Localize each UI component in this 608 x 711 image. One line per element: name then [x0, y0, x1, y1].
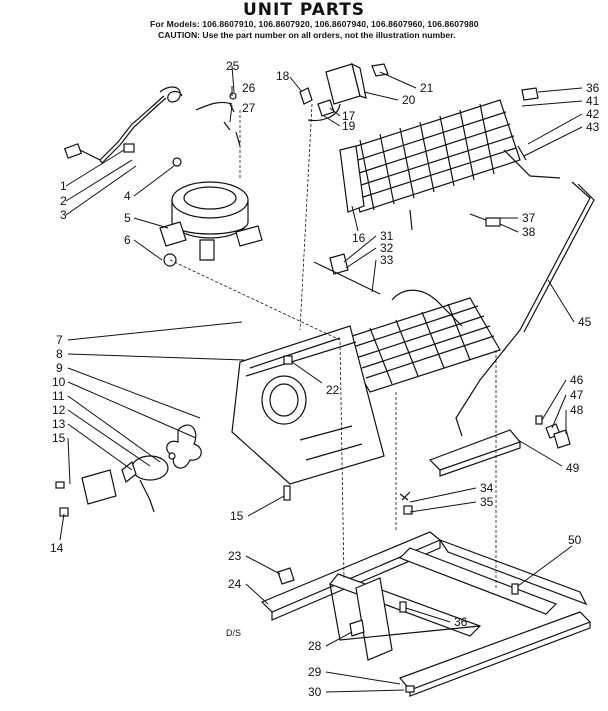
callout-15-left: 15: [52, 431, 66, 445]
callout-1: 1: [60, 179, 67, 193]
caution-note: CAUTION: Use the part number on all orde…: [158, 30, 456, 40]
relay-overload-drawing: [299, 62, 389, 122]
callout-8: 8: [56, 347, 63, 361]
callout-3: 3: [60, 208, 67, 222]
callout-28: 28: [308, 639, 322, 653]
callout-22: 22: [326, 383, 340, 397]
callout-43: 43: [586, 120, 600, 134]
callout-45: 45: [578, 315, 592, 329]
callout-29: 29: [308, 665, 322, 679]
leader-lines: [59, 65, 583, 693]
callout-11: 11: [52, 389, 65, 403]
callout-numbers: 25 26 27 18 21 20 17 19 36 41 42 43 1 2 …: [50, 59, 600, 699]
model-numbers: For Models: 106.8607910, 106.8607920, 10…: [150, 19, 479, 29]
callout-15-lower: 15: [230, 509, 244, 523]
callout-18: 18: [276, 69, 290, 83]
callout-41: 41: [586, 94, 600, 108]
callout-14: 14: [50, 541, 64, 555]
callout-24: 24: [228, 577, 242, 591]
callout-2: 2: [60, 194, 67, 208]
callout-5: 5: [124, 211, 131, 225]
callout-16: 16: [352, 231, 366, 245]
callout-47: 47: [570, 388, 584, 402]
callout-13: 13: [52, 417, 66, 431]
power-cord-drawing: [63, 86, 233, 164]
capillary-tube-outline: [523, 183, 595, 333]
callout-27: 27: [242, 101, 256, 115]
guide-lines: [169, 103, 497, 588]
callout-30: 30: [308, 685, 322, 699]
callout-7: 7: [56, 333, 63, 347]
compressor-drawing: [159, 92, 263, 267]
page-title: UNIT PARTS: [242, 0, 366, 20]
callout-34: 34: [480, 481, 494, 495]
fan-motor-assembly-drawing: [55, 325, 385, 517]
capillary-tube-drawing: [455, 181, 591, 437]
callout-12: 12: [52, 403, 66, 417]
callout-23: 23: [228, 549, 242, 563]
callout-19: 19: [342, 119, 356, 133]
base-frame-drawing: [260, 491, 592, 697]
callout-36-top: 36: [586, 81, 600, 95]
callout-21: 21: [420, 81, 434, 95]
callout-49: 49: [566, 461, 580, 475]
callout-35: 35: [480, 495, 494, 509]
callout-6: 6: [124, 233, 131, 247]
callout-37: 37: [522, 211, 536, 225]
callout-10: 10: [52, 375, 66, 389]
callout-48: 48: [570, 403, 584, 417]
callout-36-bottom: 36: [454, 615, 468, 629]
callout-46: 46: [570, 373, 584, 387]
callout-4: 4: [124, 189, 131, 203]
evaporator-drawing: [313, 253, 501, 393]
callout-33: 33: [380, 253, 394, 267]
callout-17: 17: [342, 109, 356, 123]
callout-20: 20: [402, 93, 416, 107]
drain-pan-bracket-drawing: [428, 415, 571, 477]
callout-42: 42: [586, 107, 600, 121]
callout-25: 25: [226, 59, 240, 73]
condenser-drawing: [339, 87, 561, 231]
callout-26: 26: [242, 81, 256, 95]
callout-38: 38: [522, 225, 536, 239]
callout-32: 32: [380, 241, 394, 255]
callout-31: 31: [380, 229, 394, 243]
callout-50: 50: [568, 533, 582, 547]
footer-mark: D/S: [226, 628, 241, 638]
callout-9: 9: [56, 361, 63, 375]
